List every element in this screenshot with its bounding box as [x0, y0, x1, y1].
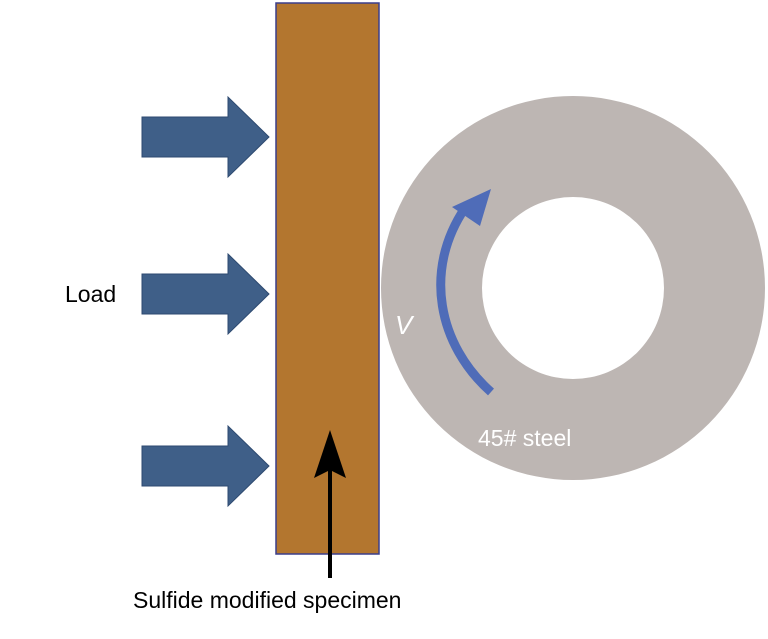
rotation-arrow	[436, 189, 494, 396]
load-arrow-top	[141, 95, 270, 179]
load-arrow-bottom	[141, 424, 270, 508]
rotation-arrow-head	[452, 189, 491, 226]
rotation-arrow-arc	[436, 205, 494, 396]
specimen-label: Sulfide modified specimen	[133, 587, 401, 613]
load-label: Load	[65, 281, 116, 307]
specimen-block	[276, 3, 379, 554]
velocity-label: V	[395, 310, 415, 340]
load-arrows	[141, 95, 270, 508]
ring-material-label: 45# steel	[478, 425, 571, 451]
specimen-block-outline	[275, 2, 380, 555]
pointer-arrow-head	[314, 430, 346, 478]
specimen-pointer-arrow	[314, 430, 346, 578]
load-arrow-middle	[141, 252, 270, 336]
